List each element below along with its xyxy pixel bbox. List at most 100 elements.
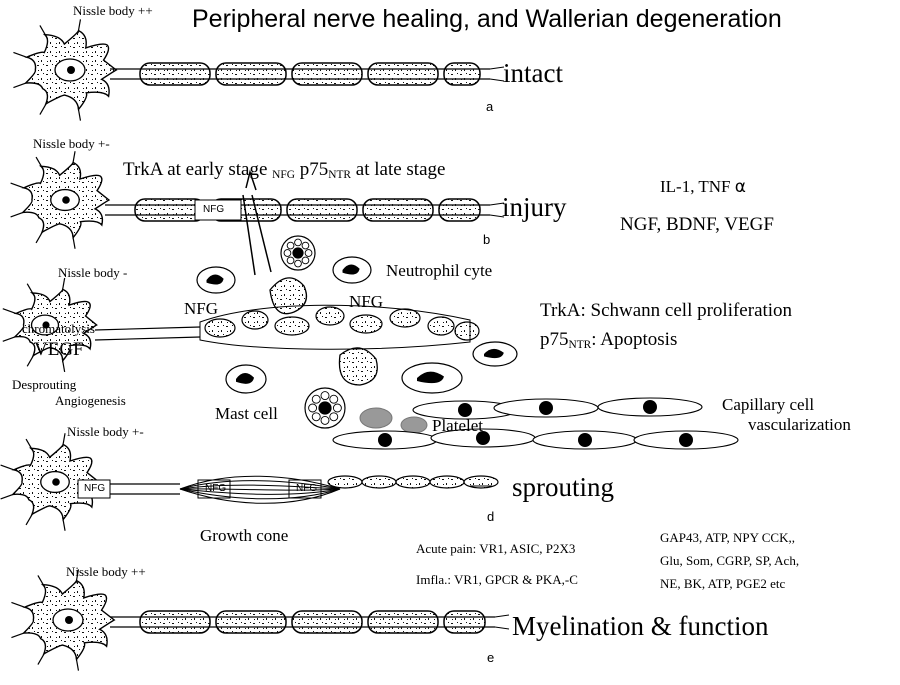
p75-apoptosis-main: p75 bbox=[540, 329, 569, 350]
dendrite bbox=[35, 156, 44, 170]
inflammation-label: Imfla.: VR1, GPCR & PKA,-C bbox=[416, 572, 578, 587]
cytokine-label: IL-1, TNF α bbox=[660, 178, 746, 196]
myelin-sheath bbox=[438, 198, 481, 222]
nissle-label-b: Nissle body +- bbox=[33, 136, 110, 151]
granule bbox=[329, 412, 339, 422]
granule bbox=[332, 403, 342, 413]
myelin-sheath bbox=[367, 62, 439, 86]
endothelial-nucleus bbox=[578, 433, 592, 447]
nfg-label-d3: NFG bbox=[296, 483, 318, 494]
myelin-sheath bbox=[139, 62, 211, 86]
granule bbox=[294, 238, 302, 247]
endothelial-nucleus bbox=[539, 401, 553, 415]
growth-factor-label: NGF, BDNF, VEGF bbox=[620, 214, 774, 235]
panel-letter-d: d bbox=[487, 509, 495, 524]
mast-cell-label: Mast cell bbox=[215, 404, 278, 423]
neuron-a bbox=[13, 19, 118, 121]
dendrite bbox=[37, 652, 46, 665]
stage-label-injury: injury bbox=[502, 192, 567, 222]
granule bbox=[283, 249, 292, 257]
growth-cone-sprout bbox=[179, 488, 341, 491]
dendrite bbox=[62, 516, 66, 531]
granule bbox=[311, 412, 321, 422]
axon-terminal bbox=[489, 78, 505, 82]
neuron-b bbox=[10, 151, 111, 249]
nfg-box-b bbox=[194, 199, 242, 221]
myelin-sheath bbox=[443, 610, 486, 634]
neuron-d bbox=[0, 433, 101, 531]
acute-pain-label: Acute pain: VR1, ASIC, P2X3 bbox=[416, 541, 576, 556]
axon-e bbox=[110, 610, 510, 634]
apoptosis-text: : Apoptosis bbox=[591, 329, 678, 350]
endothelial-nucleus bbox=[679, 433, 693, 447]
axon-b bbox=[105, 198, 505, 222]
ntr-apoptosis-subscript: NTR bbox=[568, 338, 592, 351]
axon-terminal bbox=[494, 614, 510, 618]
dendrite bbox=[13, 82, 27, 89]
neutrophil-label: Neutrophil cyte bbox=[386, 261, 493, 280]
capillary-cells bbox=[332, 397, 739, 450]
stage-label-sprouting: sprouting bbox=[512, 472, 615, 502]
axon-c bbox=[94, 304, 480, 350]
granule bbox=[301, 256, 310, 265]
nucleolus bbox=[42, 321, 50, 329]
myelin-sheath bbox=[291, 610, 363, 634]
axon-d bbox=[77, 475, 499, 504]
cell-core bbox=[206, 274, 224, 285]
granule bbox=[320, 415, 330, 425]
granule bbox=[294, 259, 302, 268]
granule bbox=[286, 256, 295, 265]
p75-label: p75 bbox=[299, 159, 329, 180]
myelin-debris bbox=[204, 318, 236, 338]
dendrite bbox=[75, 656, 80, 671]
nfg-box bbox=[77, 479, 111, 499]
nfg-label-d2: NFG bbox=[205, 483, 227, 494]
injury-needle bbox=[242, 169, 272, 276]
endothelial-nucleus bbox=[458, 403, 472, 417]
granule bbox=[311, 394, 321, 404]
dendrite bbox=[0, 464, 14, 471]
axon-stump bbox=[94, 326, 201, 331]
myelin-sheath bbox=[367, 610, 439, 634]
axon-a bbox=[110, 62, 505, 86]
growth-cone-sprout bbox=[179, 488, 341, 495]
neuron-e bbox=[11, 569, 116, 671]
axon-terminal bbox=[489, 202, 505, 206]
dendrite bbox=[25, 438, 34, 452]
dendrite bbox=[77, 106, 82, 121]
nissle-label-a: Nissle body ++ bbox=[73, 3, 153, 18]
granule bbox=[304, 249, 313, 257]
dendrite bbox=[26, 353, 35, 367]
vegf-label: VEGF bbox=[34, 339, 84, 360]
cell-core bbox=[417, 371, 444, 384]
growth-cone-sprout bbox=[179, 488, 341, 504]
myelin-debris bbox=[389, 308, 421, 328]
axon-terminal bbox=[489, 214, 505, 218]
nissle-label-c: Nissle body - bbox=[58, 265, 128, 280]
dendrite bbox=[72, 234, 76, 249]
schwann-band bbox=[361, 475, 397, 489]
schwann-band bbox=[429, 475, 465, 489]
nfg-subscript: NFG bbox=[272, 168, 295, 181]
platelet bbox=[359, 407, 393, 429]
schwann-band bbox=[395, 475, 431, 489]
cell-core bbox=[292, 247, 304, 259]
dendrite bbox=[77, 19, 82, 34]
myelin-sheath bbox=[139, 610, 211, 634]
late-stage-label: at late stage bbox=[351, 159, 446, 180]
dendrite bbox=[2, 308, 17, 315]
dendrite bbox=[61, 277, 66, 292]
mediator-line-3: NE, BK, ATP, PGE2 etc bbox=[660, 576, 786, 591]
nissle-label-d: Nissle body +- bbox=[67, 424, 144, 439]
receptor-line: TrkA at early stage NFG p75NTR at late s… bbox=[123, 159, 446, 181]
panel-letter-a: a bbox=[486, 99, 494, 114]
phagocyte bbox=[269, 277, 308, 315]
endothelial-nucleus bbox=[378, 433, 392, 447]
nfg-label-d1: NFG bbox=[84, 483, 106, 494]
growth-cone-sprout bbox=[179, 475, 341, 490]
nfg-label-b: NFG bbox=[203, 204, 225, 215]
platelet bbox=[400, 416, 428, 434]
growth-cone-label: Growth cone bbox=[200, 526, 289, 545]
